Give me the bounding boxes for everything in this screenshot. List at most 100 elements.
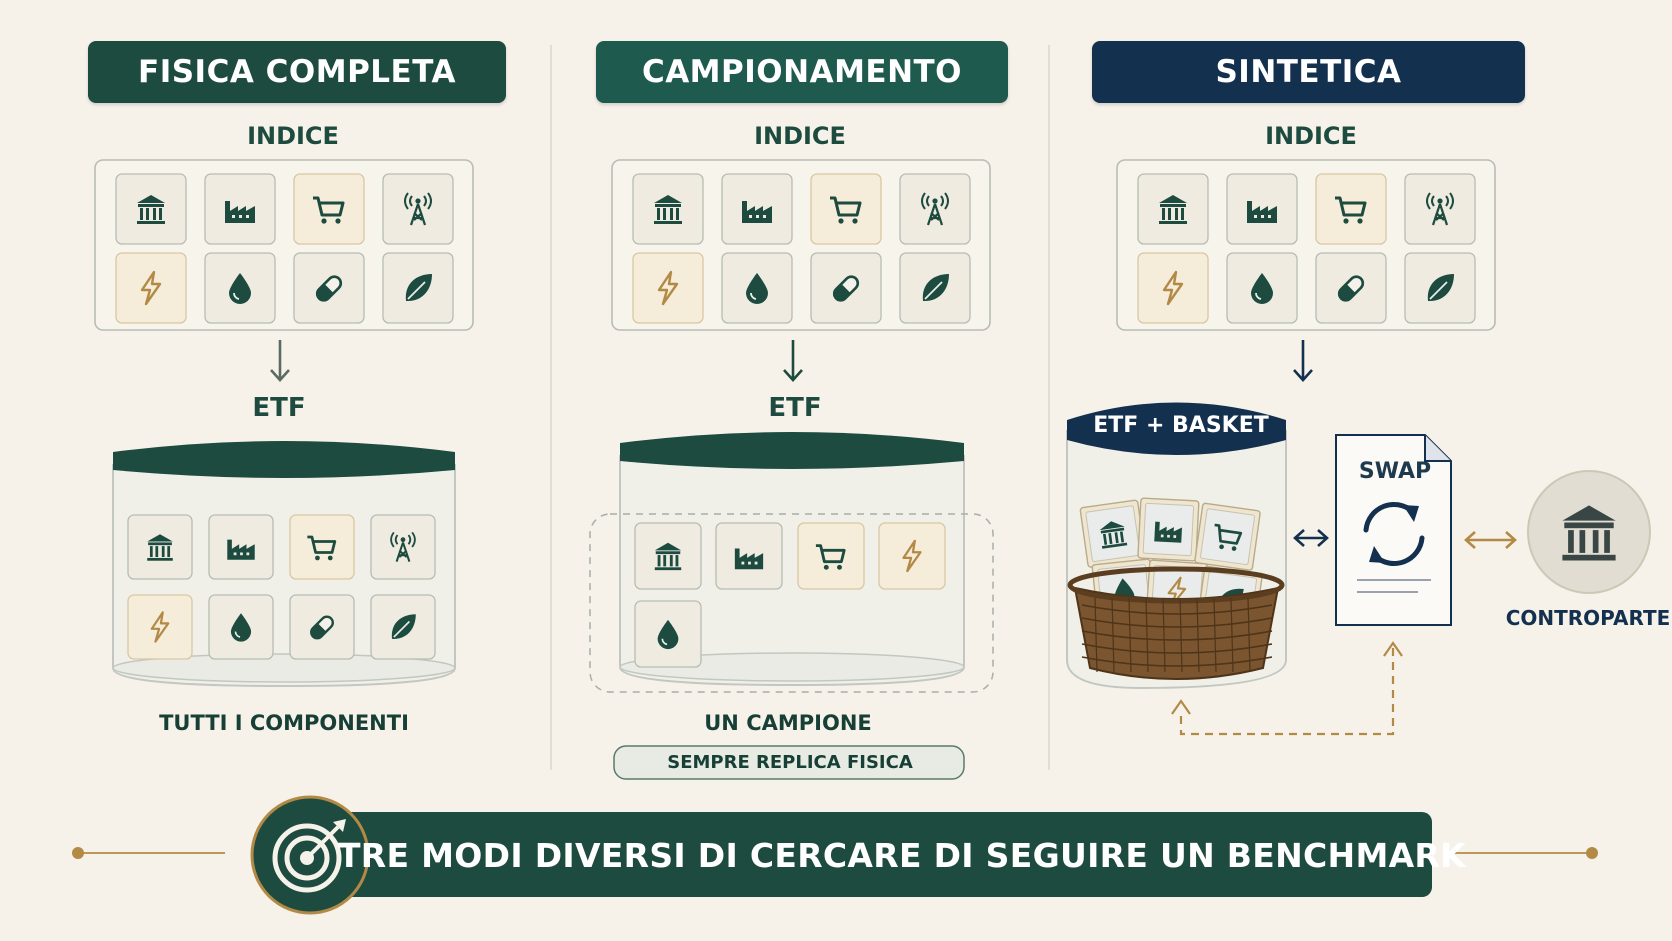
cart-icon bbox=[1214, 523, 1243, 551]
factory-icon bbox=[225, 201, 255, 223]
factory-icon bbox=[1154, 521, 1183, 543]
drop-icon bbox=[1251, 273, 1273, 304]
tile-lightning-icon-a4 bbox=[115, 252, 187, 324]
index-label-1: INDICE bbox=[247, 122, 339, 150]
title-campionamento: CAMPIONAMENTO bbox=[596, 41, 1008, 103]
etf-label-1: ETF bbox=[252, 393, 306, 423]
cart-icon bbox=[313, 196, 345, 224]
pill-icon bbox=[1337, 275, 1365, 302]
tile-lightning-icon-j4 bbox=[127, 594, 193, 660]
cart-icon bbox=[830, 196, 862, 224]
tile-lightning-icon-b4 bbox=[632, 252, 704, 324]
dashed-return-arrow bbox=[1171, 641, 1403, 736]
double-arrow-swap-counterparty bbox=[1464, 531, 1517, 549]
etf-basket-jar bbox=[1066, 402, 1287, 690]
factory-icon bbox=[734, 548, 764, 570]
drop-icon bbox=[229, 273, 251, 304]
tile-cart-icon-a2 bbox=[293, 173, 365, 245]
tile-cart-icon-c2 bbox=[1315, 173, 1387, 245]
double-arrow-basket-swap bbox=[1293, 529, 1329, 547]
swap-label: SWAP bbox=[1358, 459, 1432, 484]
bank-icon bbox=[654, 542, 682, 571]
leaf-icon bbox=[922, 274, 949, 302]
tile-pill-icon-b6 bbox=[810, 252, 882, 324]
basket bbox=[1067, 566, 1285, 680]
tile-pill-icon-c6 bbox=[1315, 252, 1387, 324]
title-sintetica: SINTETICA bbox=[1092, 41, 1525, 103]
tile-antenna-icon-a3 bbox=[382, 173, 454, 245]
tile-lightning-icon-c4 bbox=[1137, 252, 1209, 324]
bank-icon bbox=[1562, 505, 1616, 561]
title-fisica-completa: FISICA COMPLETA bbox=[88, 41, 506, 103]
tile-bank-icon-b0 bbox=[632, 173, 704, 245]
etf-jar-sample bbox=[619, 432, 965, 687]
tile-antenna-icon-j3 bbox=[370, 514, 436, 580]
tile-factory-icon-b1 bbox=[721, 173, 793, 245]
tile-cart-icon-s2 bbox=[797, 522, 865, 590]
antenna-icon bbox=[1426, 192, 1454, 226]
counterparty-bank bbox=[1527, 470, 1651, 594]
tile-cart-icon-j2 bbox=[289, 514, 355, 580]
leaf-icon bbox=[1427, 274, 1454, 302]
basket-card-bank-icon bbox=[1079, 499, 1147, 568]
target-icon bbox=[272, 819, 346, 893]
drop-icon bbox=[657, 619, 679, 650]
index-label-2: INDICE bbox=[754, 122, 846, 150]
basket-card-factory-icon bbox=[1137, 497, 1200, 562]
tile-drop-icon-s4 bbox=[634, 600, 702, 668]
tile-factory-icon-s1 bbox=[715, 522, 783, 590]
caption-all-components: TUTTI I COMPONENTI bbox=[159, 711, 409, 735]
note-pill bbox=[613, 745, 965, 780]
note-always-physical: SEMPRE REPLICA FISICA bbox=[667, 752, 913, 773]
tile-factory-icon-c1 bbox=[1226, 173, 1298, 245]
tile-lightning-icon-s3 bbox=[878, 522, 946, 590]
refresh-icon bbox=[1363, 501, 1425, 567]
caption-a-sample: UN CAMPIONE bbox=[704, 711, 872, 735]
antenna-icon bbox=[404, 192, 432, 226]
lightning-icon bbox=[1162, 270, 1184, 306]
tile-antenna-icon-b3 bbox=[899, 173, 971, 245]
index-grid-c bbox=[1116, 159, 1496, 331]
arrow-down-c bbox=[1293, 340, 1313, 382]
tile-bank-icon-c0 bbox=[1137, 173, 1209, 245]
leaf-icon bbox=[405, 274, 432, 302]
tile-antenna-icon-c3 bbox=[1404, 173, 1476, 245]
tile-bank-icon-a0 bbox=[115, 173, 187, 245]
tile-factory-icon-j1 bbox=[208, 514, 274, 580]
bank-icon bbox=[147, 534, 173, 561]
basket-card-cart-icon bbox=[1194, 502, 1261, 571]
lightning-icon bbox=[657, 270, 679, 306]
tile-leaf-icon-a7 bbox=[382, 252, 454, 324]
footer-text: TRE MODI DIVERSI DI CERCARE DI SEGUIRE U… bbox=[337, 836, 1467, 875]
pill-icon bbox=[315, 275, 343, 302]
arrow-down-b bbox=[783, 340, 803, 382]
tile-bank-icon-j0 bbox=[127, 514, 193, 580]
bank-icon bbox=[654, 195, 682, 224]
lightning-icon bbox=[902, 539, 922, 573]
index-grid-a bbox=[94, 159, 474, 331]
cart-icon bbox=[307, 535, 337, 561]
bank-icon bbox=[1099, 521, 1128, 549]
tile-factory-icon-a1 bbox=[204, 173, 276, 245]
pill-icon bbox=[832, 275, 860, 302]
lightning-icon bbox=[140, 270, 162, 306]
jar-label-etf-basket: ETF + BASKET bbox=[1093, 413, 1269, 438]
tile-cart-icon-b2 bbox=[810, 173, 882, 245]
tile-drop-icon-b5 bbox=[721, 252, 793, 324]
bank-icon bbox=[1159, 195, 1187, 224]
tile-leaf-icon-b7 bbox=[899, 252, 971, 324]
drop-icon bbox=[746, 273, 768, 304]
bank-icon bbox=[137, 195, 165, 224]
tile-pill-icon-a6 bbox=[293, 252, 365, 324]
tile-bank-icon-s0 bbox=[634, 522, 702, 590]
etf-jar-full bbox=[112, 441, 456, 688]
tile-drop-icon-c5 bbox=[1226, 252, 1298, 324]
tile-drop-icon-a5 bbox=[204, 252, 276, 324]
lightning-icon bbox=[150, 611, 170, 643]
tile-leaf-icon-c7 bbox=[1404, 252, 1476, 324]
arrow-down-a bbox=[270, 340, 290, 382]
swap-document bbox=[1335, 434, 1452, 626]
drop-icon bbox=[230, 613, 252, 642]
index-grid-b bbox=[611, 159, 991, 331]
